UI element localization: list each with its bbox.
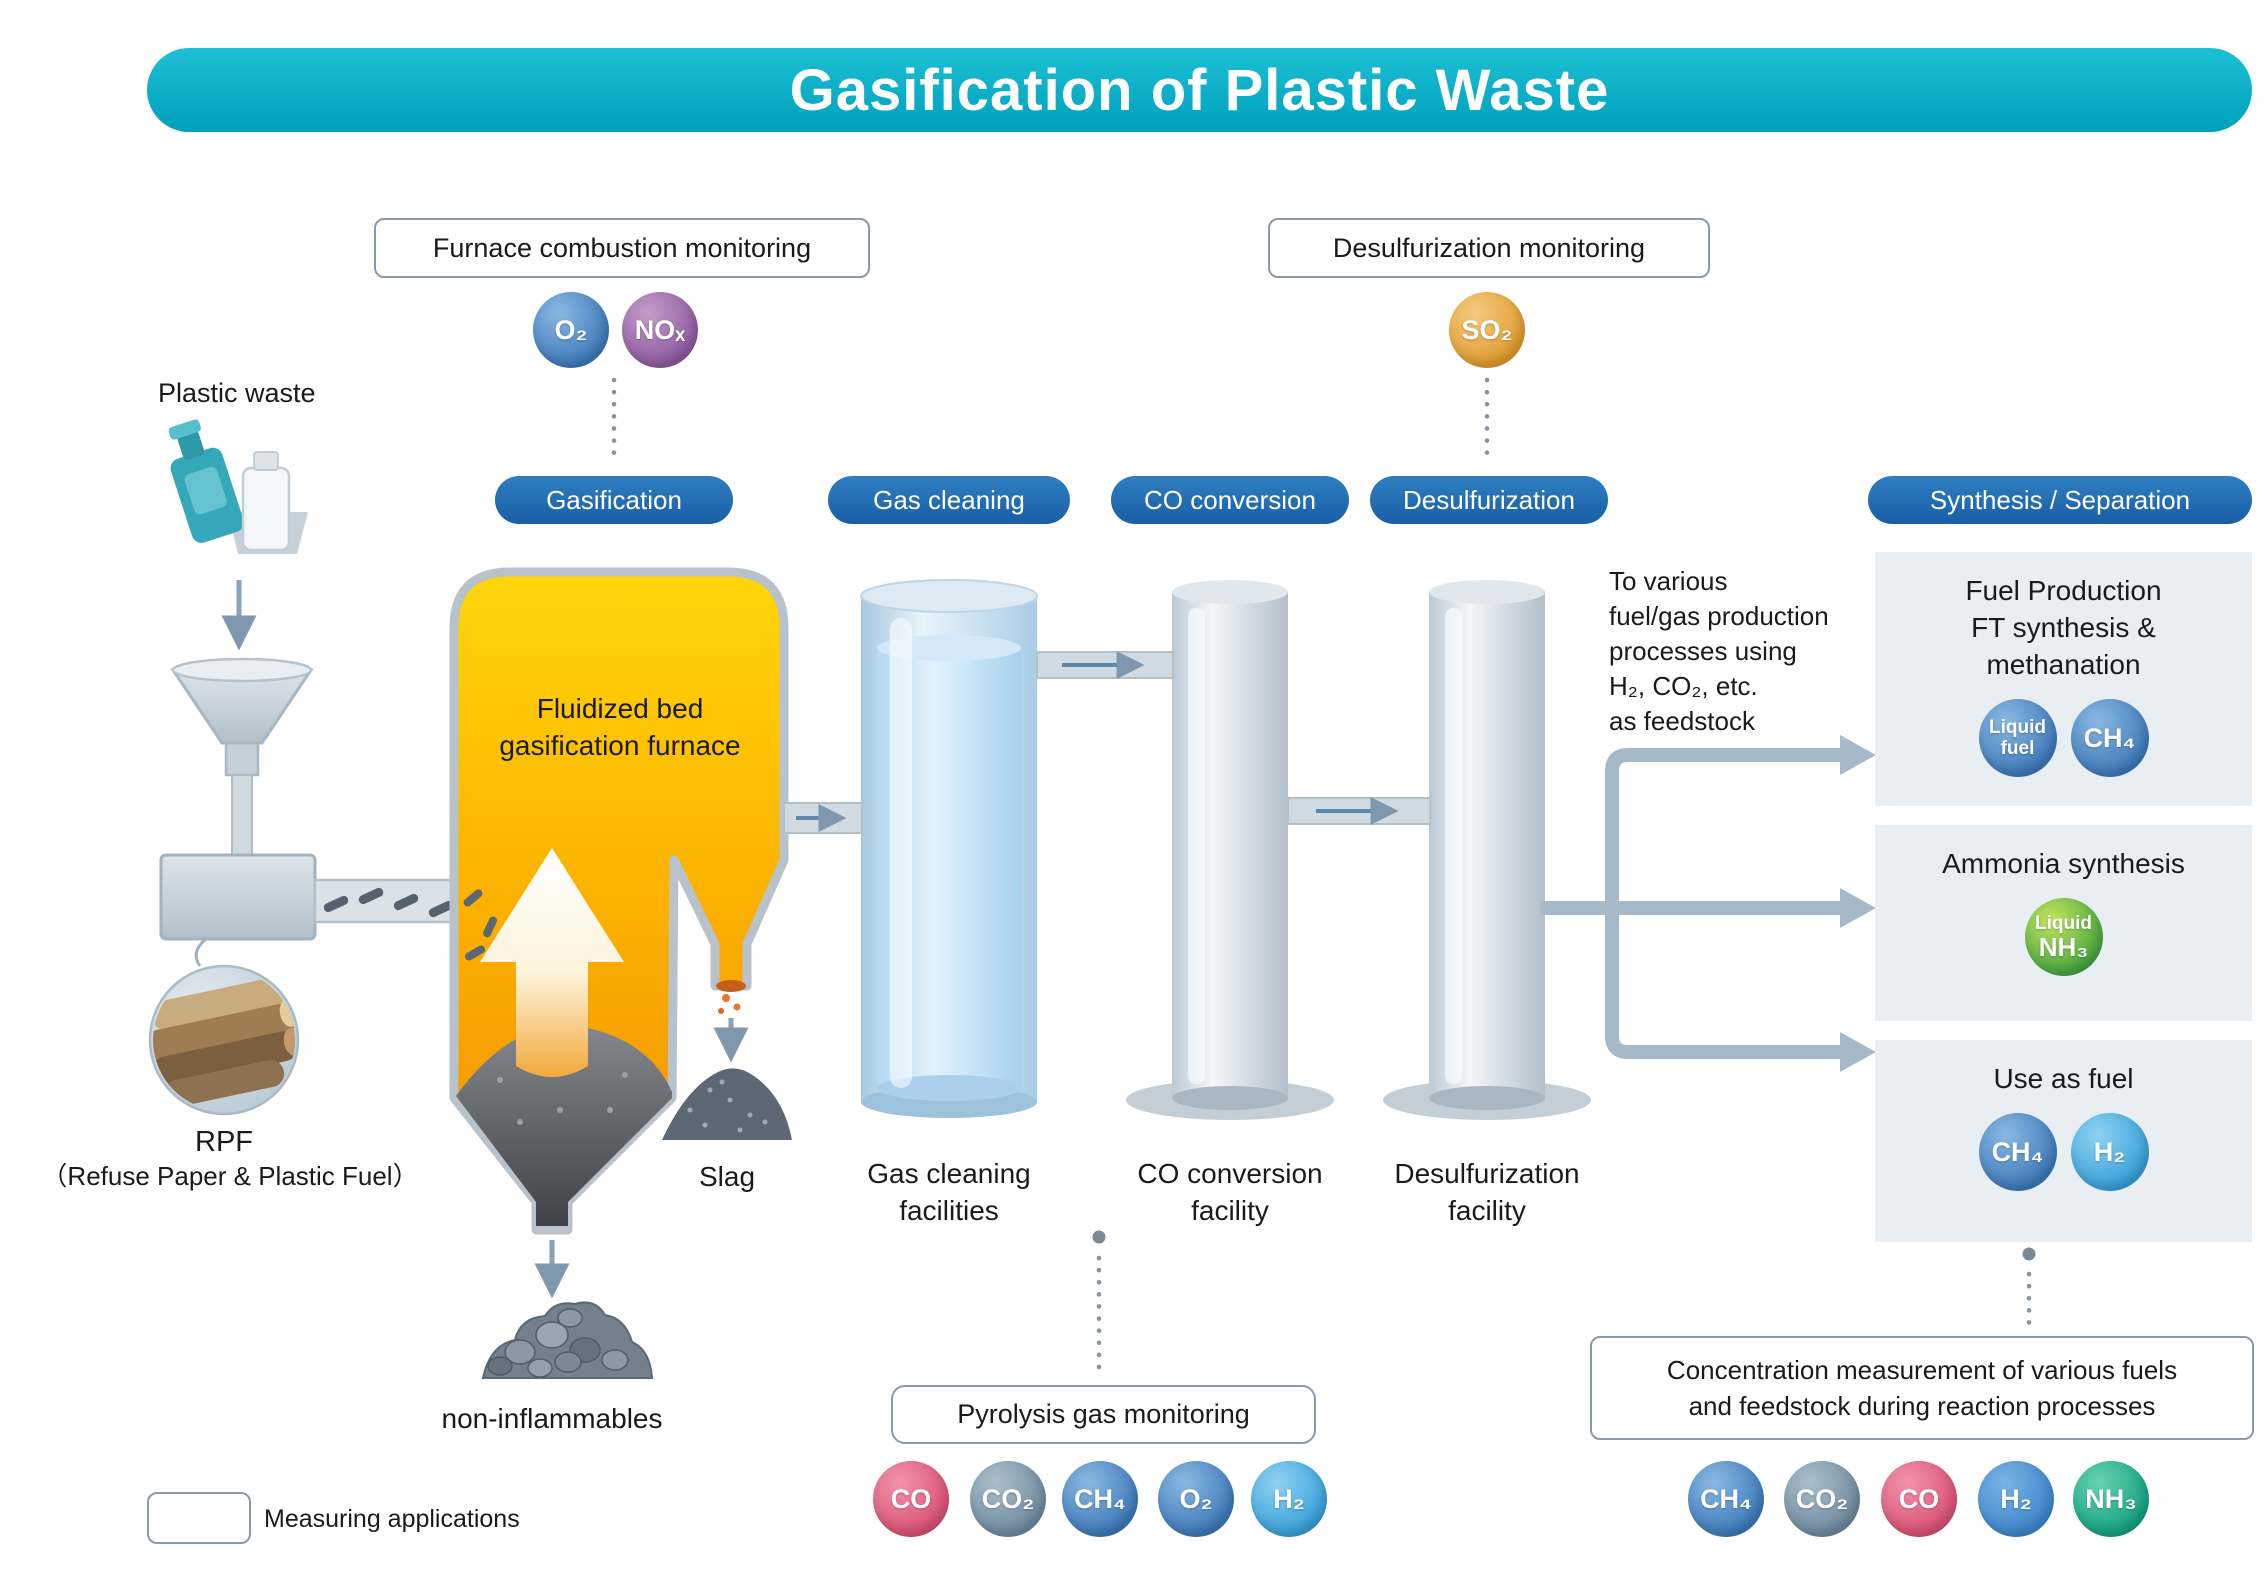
- pyrolysis-monitoring-box: Pyrolysis gas monitoring: [891, 1385, 1316, 1444]
- output-box-fuel-production: Fuel Production FT synthesis & methanati…: [1875, 552, 2252, 806]
- chip-label: CH₄: [2083, 722, 2136, 753]
- ch4-gas-chip: CH₄: [1062, 1461, 1138, 1537]
- output-branch-arrowheads: [1840, 735, 1876, 1072]
- co2-gas-chip: CO₂: [970, 1461, 1046, 1537]
- fluidizing-gas-up-arrow: [480, 848, 624, 1077]
- rpf-logs: [153, 975, 295, 1107]
- rpf-pellets-conveyor: [323, 887, 454, 918]
- ch4-chip: CH₄: [1978, 1113, 2057, 1191]
- slag-spout-mouth: [716, 980, 746, 992]
- slag-speckles: [687, 1079, 768, 1133]
- output-box-title: Fuel Production FT synthesis & methanati…: [1965, 575, 2162, 680]
- gas-cleaning-vessel: [860, 579, 1038, 1118]
- process-pipes: [783, 651, 1431, 834]
- nh3-gas-chip: NH₃: [2073, 1461, 2149, 1537]
- h2-gas-chip: H₂: [1978, 1461, 2054, 1537]
- so2-gas-chip: SO₂: [1449, 292, 1525, 368]
- stage-pill-synthesis-separation: Synthesis / Separation: [1868, 476, 2252, 524]
- concentration-measurement-box: Concentration measurement of various fue…: [1590, 1336, 2254, 1440]
- stones: [487, 1308, 629, 1378]
- plastic-waste-label: Plastic waste: [158, 378, 316, 408]
- chip-label: fuel: [2000, 738, 2035, 759]
- chip-label-top: Liquid: [1989, 717, 2046, 738]
- h2-chip: H₂: [2070, 1113, 2149, 1191]
- feedstock-note: To various fuel/gas production processes…: [1609, 566, 1829, 736]
- ch4-chip: CH₄: [2070, 699, 2149, 777]
- co-conversion-vessel: [1126, 580, 1334, 1120]
- desulfurization-vessel: [1383, 580, 1591, 1120]
- gas-label: O₂: [554, 314, 588, 345]
- chip-label: NH₃: [2038, 932, 2089, 962]
- rpf-circle: [148, 964, 300, 1116]
- desulfurization-facility-label: Desulfurization facility: [1394, 1158, 1580, 1226]
- title-banner: Gasification of Plastic Waste: [147, 48, 2252, 132]
- gas-label: CH₄: [1074, 1483, 1126, 1514]
- stage-pill-desulfurization: Desulfurization: [1370, 476, 1608, 524]
- o2-gas-chip: O₂: [1158, 1461, 1234, 1537]
- stage-pill-gasification: Gasification: [495, 476, 733, 524]
- gas-label: CO₂: [981, 1483, 1035, 1514]
- gas-label: NH₃: [2085, 1483, 2137, 1514]
- furnace-label: Fluidized bed gasification furnace: [499, 693, 741, 761]
- slag-pile: [662, 1068, 792, 1140]
- non-inflammables-label: non-inflammables: [441, 1403, 663, 1434]
- output-branch: [1540, 748, 1851, 1059]
- ch4-gas-chip: CH₄: [1688, 1461, 1764, 1537]
- stage-pill-co-conversion: CO conversion: [1111, 476, 1349, 524]
- nox-gas-chip: NOₓ: [622, 292, 698, 368]
- co-conversion-facility-label: CO conversion facility: [1137, 1158, 1323, 1226]
- gas-cleaning-facility-label: Gas cleaning facilities: [867, 1158, 1031, 1226]
- chip-label: H₂: [2093, 1136, 2126, 1167]
- co-gas-chip: CO: [873, 1461, 949, 1537]
- legend-label: Measuring applications: [264, 1505, 520, 1533]
- rpf-pellets-falling: [463, 889, 497, 961]
- rpf-label: RPF: [195, 1126, 253, 1158]
- pyrolysis-junction-dot: [1092, 1230, 1106, 1244]
- plastic-waste-icons: [168, 419, 308, 554]
- concentration-junction-dot: [2022, 1247, 2036, 1261]
- furnace-monitoring-box: Furnace combustion monitoring: [374, 218, 870, 278]
- feeder-to-rpf-line: [194, 937, 207, 967]
- gas-label: SO₂: [1461, 314, 1513, 345]
- output-box-title: Use as fuel: [1993, 1063, 2134, 1094]
- gas-label: CO: [890, 1483, 932, 1514]
- rpf-full-label: （Refuse Paper & Plastic Fuel）: [41, 1161, 419, 1191]
- dotted-connectors: [611, 377, 2032, 1381]
- plastic-container-white: [241, 451, 291, 552]
- gas-label: H₂: [1273, 1483, 1305, 1514]
- output-box-ammonia-synthesis: Ammonia synthesis Liquid NH₃: [1875, 825, 2252, 1021]
- plastic-bottle-teal: [168, 419, 244, 543]
- output-chip-row: Liquid fuel CH₄: [1978, 699, 2149, 777]
- stage-pill-gas-cleaning: Gas cleaning: [828, 476, 1070, 524]
- output-chip-row: Liquid NH₃: [2024, 898, 2103, 976]
- legend-swatch-box: [147, 1492, 251, 1544]
- h2-gas-chip: H₂: [1251, 1461, 1327, 1537]
- gas-label: CO₂: [1795, 1483, 1849, 1514]
- output-box-title: Ammonia synthesis: [1942, 848, 2185, 879]
- feed-hopper: [159, 657, 456, 967]
- output-chip-row: CH₄ H₂: [1978, 1113, 2149, 1191]
- gas-label: CH₄: [1700, 1483, 1752, 1514]
- co2-gas-chip: CO₂: [1784, 1461, 1860, 1537]
- gas-label: O₂: [1179, 1483, 1213, 1514]
- slag-particles: [718, 994, 741, 1014]
- furnace-bed-gravel: [456, 1025, 672, 1226]
- non-inflammables-pile: [481, 1301, 654, 1379]
- co-gas-chip: CO: [1881, 1461, 1957, 1537]
- gas-label: CO: [1898, 1483, 1940, 1514]
- slag-label: Slag: [698, 1161, 756, 1192]
- liquid-fuel-chip: Liquid fuel: [1978, 699, 2057, 777]
- chip-label-top: Liquid: [2035, 913, 2092, 934]
- desulfurization-monitoring-box: Desulfurization monitoring: [1268, 218, 1710, 278]
- feeder-box: [159, 853, 317, 941]
- o2-gas-chip: O₂: [533, 292, 609, 368]
- gas-label: NOₓ: [634, 314, 686, 345]
- chip-label: CH₄: [1991, 1136, 2044, 1167]
- liquid-nh3-chip: Liquid NH₃: [2024, 898, 2103, 976]
- gas-label: H₂: [2000, 1483, 2032, 1514]
- gasification-furnace: [449, 567, 789, 1235]
- output-box-use-as-fuel: Use as fuel CH₄ H₂: [1875, 1040, 2252, 1242]
